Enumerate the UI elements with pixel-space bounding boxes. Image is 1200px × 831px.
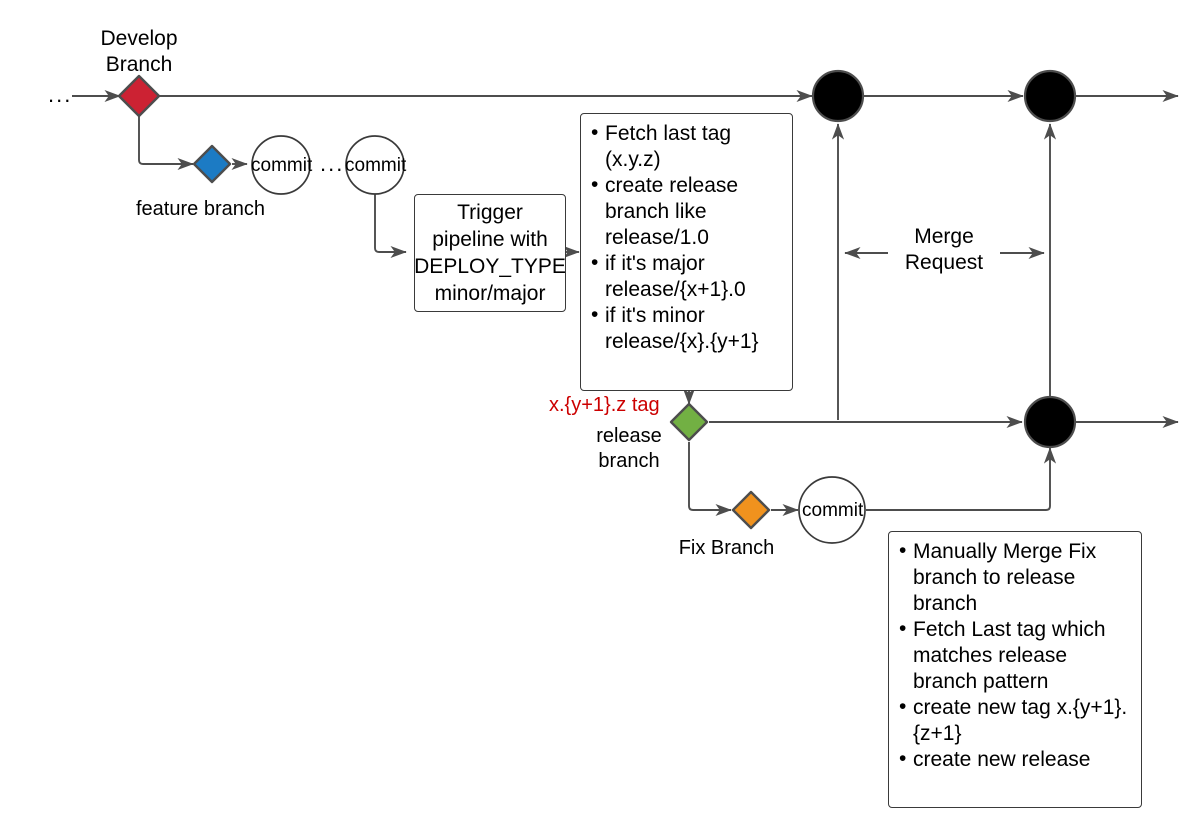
line-release-to-fix — [688, 442, 732, 517]
release-branch-label: release branch — [596, 425, 662, 472]
merge-request-label: Merge Request — [904, 225, 984, 274]
commit-circle-fix — [798, 476, 866, 544]
develop-branch-label: Develop Branch — [100, 27, 178, 76]
fix-branch-label: Fix Branch — [678, 537, 775, 559]
fix-step-item: Manually Merge Fix branch to release bra… — [899, 538, 1133, 617]
ellipsis-between-commits: ... — [320, 151, 345, 176]
release-step-item: if it's major release/{x+1}.0 — [591, 250, 784, 303]
release-step-item: create release branch like release/1.0 — [591, 172, 784, 251]
fix-step-item: create new release — [899, 746, 1133, 773]
line-commit2-to-trigger — [374, 194, 407, 259]
release-tag-note: x.{y+1}.z tag — [549, 394, 660, 416]
fix-step-item: create new tag x.{y+1}.{z+1} — [899, 694, 1133, 747]
fix-steps-list: Manually Merge Fix branch to release bra… — [889, 532, 1141, 780]
develop-branch-node — [117, 74, 161, 118]
commit-circle-feature-1 — [251, 135, 311, 195]
fix-branch-node — [731, 490, 771, 530]
release-branch-node — [669, 402, 709, 442]
fix-steps-box: Manually Merge Fix branch to release bra… — [888, 531, 1142, 808]
trigger-pipeline-box: Trigger pipeline with DEPLOY_TYPE minor/… — [414, 194, 566, 312]
commit-circle-feature-2 — [345, 135, 405, 195]
merge-node-develop-1 — [811, 69, 865, 123]
merge-node-develop-2 — [1023, 69, 1077, 123]
release-steps-list: Fetch last tag (x.y.z) create release br… — [581, 114, 792, 362]
release-step-item: if it's minor release/{x}.{y+1} — [591, 302, 784, 355]
feature-branch-node — [192, 144, 232, 184]
line-fixcommit-to-merge3 — [866, 447, 1057, 511]
release-steps-box: Fetch last tag (x.y.z) create release br… — [580, 113, 793, 391]
feature-branch-label: feature branch — [136, 198, 265, 220]
line-develop-to-feature — [138, 116, 194, 171]
merge-node-release — [1023, 395, 1077, 449]
ellipsis-left: ... — [48, 82, 73, 107]
fix-step-item: Fetch Last tag which matches release bra… — [899, 616, 1133, 695]
release-step-item: Fetch last tag (x.y.z) — [591, 120, 784, 173]
